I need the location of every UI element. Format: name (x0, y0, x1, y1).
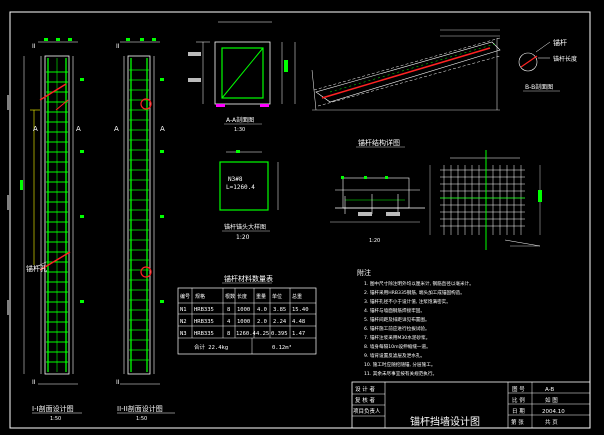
slope-section-title: B-B剖面图 (525, 83, 553, 91)
drawing-title: 锚杆挡墙设计图 (410, 415, 480, 428)
tb-left-row: 设 计 者 (355, 385, 375, 393)
tb-right-label: 比 例 (512, 396, 525, 404)
tb-left-row: 复 核 者 (355, 396, 375, 404)
section-1-title: I-I剖面设计图 (32, 404, 74, 413)
table-cell: 15.40 (292, 307, 309, 313)
slope-note-top: 锚杆 (553, 38, 567, 47)
slope-section-drawing (311, 29, 551, 111)
table-cell: 4.0 (257, 307, 267, 313)
table-cell: 1260.4 (236, 331, 257, 337)
tb-right-label: 日 期 (512, 408, 525, 415)
note-line: 11. 其余未尽事宜按有关规范执行。 (364, 370, 437, 377)
plan-detail-drawing: 1:20 (330, 176, 425, 244)
table-cell: 4.48 (292, 319, 305, 325)
table-cell: 3.85 (273, 307, 286, 313)
s2-cut-bottom: II (116, 379, 120, 386)
table-cell: HRB335 (194, 331, 214, 337)
s1-cut-top: II (32, 43, 36, 50)
table-title: 锚杆材料数量表 (224, 274, 273, 283)
th-6: 总重 (292, 293, 302, 300)
table-cell: 2.0 (257, 319, 267, 325)
table-cell: 4 (227, 319, 231, 325)
table-footer-right: 0.12m³ (272, 344, 292, 351)
detail-aa-scale: 1:30 (234, 127, 245, 133)
th-5: 单位 (272, 293, 282, 300)
table-cell: HRB335 (194, 319, 214, 325)
note-line: 6. 锚杆施工前应进行拉拔试验。 (364, 325, 430, 332)
plan-detail-scale: 1:20 (369, 238, 380, 244)
table-cell: N3 (180, 331, 187, 337)
th-3: 长度 (237, 293, 247, 300)
s1-cut-a-left: A (33, 125, 38, 133)
tb-left-row: 项目负责人 (353, 407, 381, 415)
table-cell: 1000 (237, 307, 250, 313)
anchor-head-drawing (219, 150, 279, 211)
th-4: 重量 (256, 293, 266, 300)
table-cell: 8 (227, 307, 230, 313)
s2-cut-a-right: A (160, 125, 165, 133)
note-line: 2. 锚杆采用HRB335钢筋, 端头加工成锚固构造。 (364, 289, 465, 296)
table-cell: N2 (180, 319, 187, 325)
s1-cut-a-right: A (76, 125, 81, 133)
section-2-drawing (120, 38, 164, 385)
note-line: 10. 施工时应随挖随锚, 分层施工。 (364, 361, 435, 368)
table-cell: 0.395 (271, 331, 288, 337)
tb-right-value: A-B (545, 387, 554, 393)
s2-cut-a-left: A (114, 125, 119, 133)
table-cell: N1 (180, 307, 187, 313)
grid-detail-title: 锚杆结构详图 (358, 138, 400, 147)
anchor-head-title: 锚杆锚头大样图 (224, 223, 266, 231)
tb-right-label: 图 号 (512, 385, 525, 393)
table-cell: 1000 (237, 319, 250, 325)
th-2: 根数 (225, 293, 235, 300)
anchor-head-label: N3#8 (228, 176, 243, 183)
table-cell: 4.25 (256, 331, 269, 337)
note-line: 5. 锚杆间距及排距详见布置图。 (364, 316, 430, 323)
section-2-title: II-II剖面设计图 (117, 404, 163, 413)
section-1-drawing (20, 38, 84, 385)
anchor-head-scale: 1:20 (236, 234, 250, 241)
table-cell: 2.24 (273, 319, 287, 325)
s1-cut-bottom: II (32, 379, 36, 386)
title-block (351, 381, 591, 429)
anchor-hole-label: 锚杆孔 (26, 264, 47, 273)
section-1-scale: 1:50 (50, 416, 61, 422)
note-line: 1. 图中尺寸除注明外均以厘米计, 钢筋直径以毫米计。 (364, 280, 474, 287)
note-line: 8. 墙身每隔10m设伸缩缝一道。 (364, 343, 431, 350)
note-line: 4. 锚杆与墙面钢筋焊接牢固。 (364, 307, 425, 314)
section-2-scale: 1:50 (136, 416, 147, 422)
table-cell: HRB335 (194, 307, 214, 313)
note-line: 7. 锚杆注浆采用M30水泥砂浆。 (364, 334, 430, 341)
detail-aa-drawing (188, 21, 296, 107)
tb-right-label: 第 张 (511, 418, 524, 426)
note-line: 3. 锚杆孔径不小于设计值, 注浆饱满密实。 (364, 298, 451, 305)
s2-cut-top: II (116, 43, 120, 50)
tb-right-value: 2004.10 (542, 409, 565, 415)
th-1: 规格 (195, 293, 205, 300)
th-0: 编号 (180, 293, 190, 300)
drawing-frame (9, 11, 591, 429)
tb-right-value: 如 图 (545, 396, 558, 404)
material-table (177, 287, 317, 355)
grid-detail-drawing (429, 150, 542, 250)
anchor-head-length: L=1260.4 (226, 184, 255, 191)
table-cell: 8 (227, 331, 230, 337)
note-line: 9. 墙背设置反滤层及泄水孔。 (364, 352, 425, 359)
table-footer-left: 合计 22.4kg (194, 343, 228, 351)
slope-note-right: 锚杆长度 (553, 55, 577, 63)
detail-aa-title: A-A剖面图 (226, 116, 254, 124)
tb-right-value: 共 页 (545, 418, 558, 426)
notes-title: 附注 (357, 268, 371, 277)
table-cell: 1.47 (292, 331, 305, 337)
